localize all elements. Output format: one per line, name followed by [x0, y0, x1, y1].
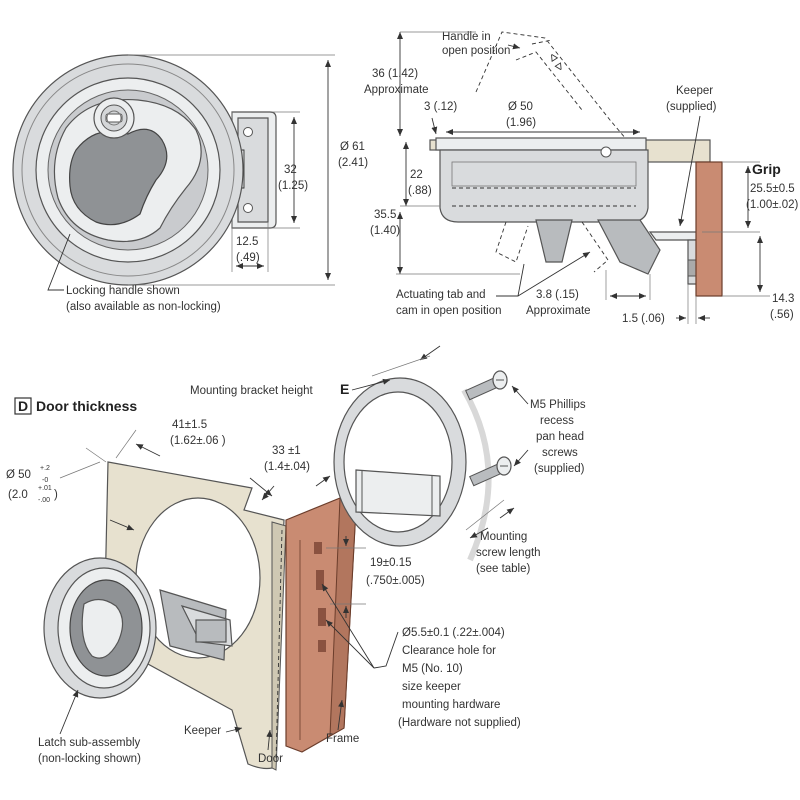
label-clear-5: mounting hardware	[402, 699, 500, 711]
door-section	[639, 139, 711, 163]
dim-36-approx: Approximate	[364, 84, 429, 96]
dim-12-5: 12.5	[236, 236, 258, 248]
dim-dia-50: Ø 50	[508, 101, 533, 113]
side-view: ᐊ ᐅ Handle in open position 36 (1.42) Ap…	[364, 31, 799, 325]
dim-32-inch: (1.25)	[278, 180, 308, 192]
label-screws-3: pan head	[536, 431, 584, 443]
label-bracket-letter: E	[340, 381, 349, 397]
cam-open	[535, 219, 573, 263]
label-screws-5: (supplied)	[534, 463, 585, 475]
dim-3-8: 3.8 (.15)	[536, 289, 579, 301]
dim-33-inch: (1.4±.04)	[264, 461, 310, 473]
label-clear-3: M5 (No. 10)	[402, 663, 463, 675]
svg-text:ᐊ ᐅ: ᐊ ᐅ	[545, 51, 565, 74]
tol-up: +.2	[40, 465, 50, 472]
label-door: Door	[258, 753, 283, 765]
dim-32: 32	[284, 164, 297, 176]
label-clear-6: (Hardware not supplied)	[398, 717, 521, 729]
label-screws-2: recess	[540, 415, 574, 427]
label-bracket-height: Mounting bracket height	[190, 385, 314, 397]
dim-14-3: 14.3	[772, 293, 794, 305]
dim-grip-inch: (1.00±.02)	[746, 199, 799, 211]
tol-in-dn: -.00	[38, 497, 50, 504]
label-keeper: Keeper	[676, 85, 713, 97]
dim-dia-61: Ø 61	[340, 141, 365, 153]
dim-35-5-inch: (1.40)	[370, 225, 400, 237]
label-clear-2: Clearance hole for	[402, 645, 496, 657]
dim-dia-50-inch: (1.96)	[506, 117, 536, 129]
dim-19-inch: (.750±.005)	[366, 575, 425, 587]
dim-36: 36 (1.42)	[372, 68, 418, 80]
dim-33: 33 ±1	[272, 445, 301, 457]
label-mount-len-2: screw length	[476, 547, 541, 559]
tol-in-up: +.01	[38, 485, 52, 492]
label-handle-open-2: open position	[442, 45, 510, 57]
label-keeper-supplied: (supplied)	[666, 101, 717, 113]
dim-22-inch: (.88)	[408, 185, 432, 197]
dim-dia-50-exploded-inch: (2.0	[8, 489, 28, 501]
dim-19: 19±0.15	[370, 557, 412, 569]
section-title: Door thickness	[36, 398, 137, 414]
frame-section	[695, 161, 723, 297]
dim-41-inch: (1.62±.06 )	[170, 435, 226, 447]
label-clear-1: Ø5.5±0.1 (.22±.004)	[402, 627, 505, 639]
label-mount-len-3: (see table)	[476, 563, 531, 575]
label-grip: Grip	[752, 161, 781, 177]
mounting-ring	[333, 377, 467, 547]
dim-grip: 25.5±0.5	[750, 183, 795, 195]
caption-locking-handle: Locking handle shown	[66, 285, 180, 297]
label-actuating-2: cam in open position	[396, 305, 501, 317]
label-clear-4: size keeper	[402, 681, 461, 693]
label-frame: Frame	[326, 733, 359, 745]
label-mount-len-1: Mounting	[480, 531, 527, 543]
label-latch-1: Latch sub-assembly	[38, 737, 141, 749]
screw-top	[465, 370, 508, 401]
dim-22: 22	[410, 169, 423, 181]
front-view: Ø 61 (2.41) 32 (1.25) 12.5 (.49) Locking…	[12, 54, 368, 313]
label-actuating-1: Actuating tab and	[396, 289, 486, 301]
caption-non-locking: (also available as non-locking)	[66, 301, 221, 313]
badge-box	[14, 397, 32, 415]
dim-12-5-inch: (.49)	[236, 252, 260, 264]
dim-1-5: 1.5 (.06)	[622, 313, 665, 325]
dim-3: 3 (.12)	[424, 101, 457, 113]
label-screws-1: M5 Phillips	[530, 399, 586, 411]
flange-section	[435, 137, 647, 151]
tol-dn: -0	[42, 477, 48, 484]
dim-14-3-inch: (.56)	[770, 309, 794, 321]
label-latch-2: (non-locking shown)	[38, 753, 141, 765]
dim-3-8-approx: Approximate	[526, 305, 591, 317]
label-keeper-bottom: Keeper	[184, 725, 221, 737]
dim-35-5: 35.5	[374, 209, 396, 221]
label-handle-open-1: Handle in	[442, 31, 491, 43]
dim-41: 41±1.5	[172, 419, 207, 431]
dim-dia-50-close: )	[54, 489, 58, 501]
handle-recess	[69, 128, 168, 226]
keeper-section	[648, 231, 703, 241]
badge-letter: D	[18, 398, 28, 414]
exploded-view: D Door thickness	[6, 345, 586, 771]
screw-bottom	[469, 456, 512, 487]
latch-subassembly	[43, 557, 233, 699]
dim-dia-50-exploded: Ø 50	[6, 469, 31, 481]
dim-dia-61-inch: (2.41)	[338, 157, 368, 169]
label-screws-4: screws	[542, 447, 578, 459]
